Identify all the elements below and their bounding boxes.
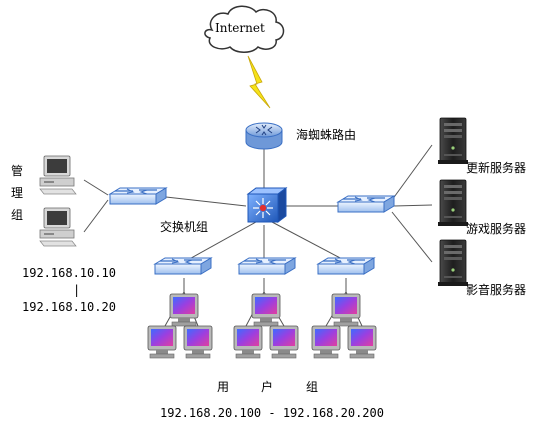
server-tower-icon <box>437 239 469 287</box>
user-pc-icon <box>183 325 213 359</box>
management-ip-end: 192.168.10.20 <box>22 300 116 314</box>
core-switch-icon <box>246 187 288 223</box>
user-pc-icon <box>169 293 199 327</box>
server-tower-icon <box>437 179 469 227</box>
user-pc-icon <box>311 325 341 359</box>
cloud-icon <box>204 5 285 53</box>
user-pc-icon <box>269 325 299 359</box>
management-ip-separator: | <box>73 283 81 297</box>
internet-label: Internet <box>215 21 265 35</box>
lightning-icon <box>247 55 271 109</box>
server-tower-icon <box>437 117 469 165</box>
management-group-label-2: 理 <box>10 186 23 200</box>
router-label: 海蜘蛛路由 <box>296 128 357 142</box>
user-group-label-3: 组 <box>306 380 319 394</box>
server-label-update: 更新服务器 <box>466 161 527 175</box>
user-pc-icon <box>331 293 361 327</box>
user-pc-icon <box>147 325 177 359</box>
switch-icon <box>238 257 296 275</box>
user-pc-icon <box>251 293 281 327</box>
user-ip-range: 192.168.20.100 - 192.168.20.200 <box>160 406 384 420</box>
switch-icon <box>154 257 212 275</box>
switch-icon <box>337 195 395 213</box>
core-switch-label: 交换机组 <box>160 220 209 234</box>
management-group-label-3: 组 <box>10 208 23 222</box>
management-group-label-1: 管 <box>10 164 23 178</box>
desktop-pc-icon <box>39 207 77 247</box>
management-ip-start: 192.168.10.10 <box>22 266 116 280</box>
user-group-label-2: 户 <box>261 380 274 394</box>
server-label-game: 游戏服务器 <box>466 222 527 236</box>
switch-icon <box>317 257 375 275</box>
desktop-pc-icon <box>39 155 77 195</box>
user-pc-icon <box>233 325 263 359</box>
server-label-media: 影音服务器 <box>466 283 527 297</box>
user-group-label-1: 用 <box>217 380 230 394</box>
user-pc-icon <box>347 325 377 359</box>
router-icon <box>245 122 283 150</box>
switch-icon <box>109 187 167 205</box>
